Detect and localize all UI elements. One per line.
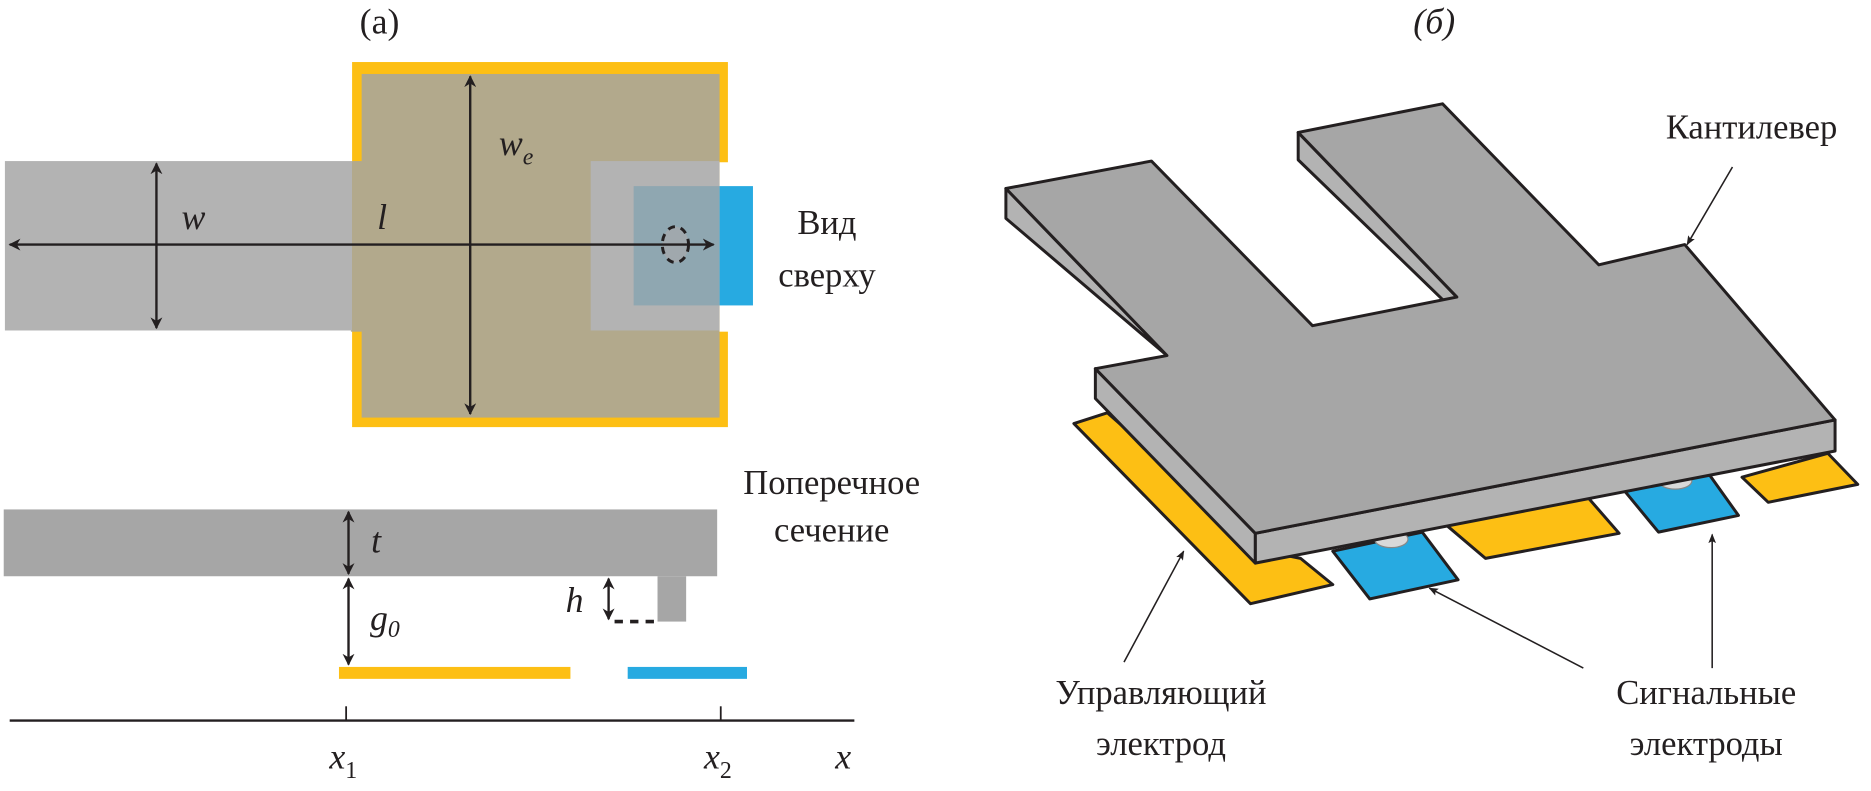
axis-x2-label: x2 [703, 736, 732, 784]
dim-we-sub: e [523, 145, 534, 171]
dim-we-base: w [499, 123, 523, 163]
dim-w: w [181, 197, 205, 237]
contact-tip [657, 576, 687, 622]
cantilever-top-face [1004, 102, 1837, 535]
dim-h: h [566, 580, 584, 620]
control-electrode-section [338, 666, 571, 679]
panel-b-label: (б) [1413, 1, 1455, 41]
axis-x2-base: x [703, 736, 720, 776]
axis-x1-base: x [328, 736, 345, 776]
axis-x2-sub: 2 [720, 758, 732, 784]
cross-section-caption-2: сечение [774, 512, 889, 550]
panel-a: (a) w l we Вид сверху [3, 1, 920, 784]
cantilever-label: Кантилевер [1666, 108, 1837, 146]
axis-x1-sub: 1 [345, 758, 357, 784]
cantilever-leader [1686, 166, 1734, 246]
signal-electrode-top [719, 186, 753, 306]
dim-g0-sub: 0 [388, 617, 400, 643]
control-electrode-leader [1123, 550, 1185, 663]
panel-b: (б) Кантилевер Управляющий электрод Сигн… [1004, 1, 1860, 763]
panel-a-label: (a) [360, 1, 400, 41]
cantilever-section [3, 509, 718, 577]
dim-g0-base: g [370, 598, 388, 638]
dim-we: we [499, 123, 534, 171]
top-view-caption-1: Вид [797, 204, 856, 242]
signal-electrodes-label-1: Сигнальные [1616, 674, 1796, 712]
dim-l: l [377, 197, 387, 237]
top-view-caption-2: сверху [778, 256, 876, 294]
cantilever-3d [1004, 102, 1837, 565]
dim-g0: g0 [370, 598, 400, 643]
control-electrode-label-1: Управляющий [1055, 674, 1266, 712]
signal-electrode-leader-1 [1428, 587, 1584, 669]
axis-x-label: x [834, 736, 851, 776]
signal-electrode-section [627, 666, 747, 679]
control-electrode-3d-right [1740, 451, 1860, 504]
top-view: w l we Вид сверху [4, 62, 876, 428]
signal-electrodes-label-2: электроды [1630, 725, 1783, 763]
cross-section-caption-1: Поперечное [743, 464, 920, 502]
axis-x1-label: x1 [328, 736, 357, 784]
dim-t: t [371, 520, 382, 560]
control-electrode-label-2: электрод [1096, 725, 1226, 763]
cross-section: t g0 h x1 x2 x Поперечное сечение [3, 464, 920, 784]
